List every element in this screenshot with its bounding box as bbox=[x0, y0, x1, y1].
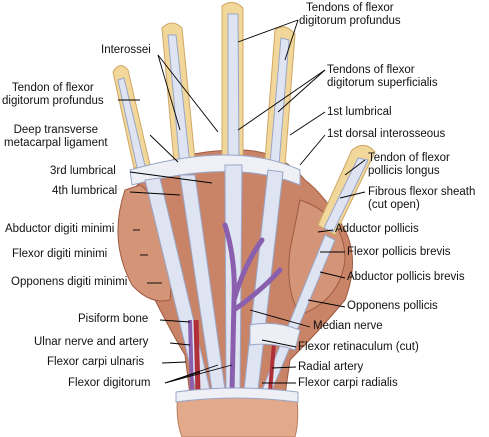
label-line: Tendon of flexor bbox=[368, 152, 450, 164]
label-flexor-pb: Flexor pollicis brevis bbox=[347, 246, 451, 259]
label-tendon-fdp-left: Tendon of flexor digitorum profundus bbox=[2, 82, 104, 108]
label-opponens-p: Opponens pollicis bbox=[347, 300, 438, 313]
ulnar-vessels bbox=[193, 319, 201, 393]
label-abductor-dm: Abductor digiti minimi bbox=[5, 223, 114, 236]
label-line: 1st dorsal interosseous bbox=[327, 128, 446, 140]
label-line: (cut open) bbox=[368, 199, 420, 211]
label-line: Flexor pollicis brevis bbox=[347, 246, 451, 258]
label-interossei: Interossei bbox=[101, 44, 151, 57]
label-line: Flexor retinaculum (cut) bbox=[298, 341, 419, 353]
label-fibrous-sheath: Fibrous flexor sheath (cut open) bbox=[368, 186, 475, 212]
label-deep-transverse: Deep transverse metacarpal ligament bbox=[4, 124, 108, 150]
leader-lines bbox=[118, 19, 366, 384]
flexor-retinaculum bbox=[249, 322, 301, 351]
wrist-band bbox=[175, 387, 299, 403]
label-line: Tendons of flexor bbox=[306, 2, 394, 14]
label-fcu: Flexor carpi ulnaris bbox=[47, 356, 144, 369]
label-line: 1st lumbrical bbox=[327, 106, 392, 118]
label-line: Opponens pollicis bbox=[347, 300, 438, 312]
palm-tendons bbox=[144, 164, 336, 391]
label-flexor-dm: Flexor digiti minimi bbox=[12, 248, 107, 261]
label-tendons-fdp-top: Tendons of flexor digitorum profundus bbox=[299, 2, 401, 28]
label-line: Tendon of flexor bbox=[11, 82, 94, 94]
label-line: Radial artery bbox=[298, 361, 364, 373]
label-line: Deep transverse bbox=[13, 124, 98, 136]
label-line: Median nerve bbox=[313, 320, 383, 332]
median-nerve bbox=[222, 222, 283, 395]
label-line: Interossei bbox=[101, 44, 151, 56]
label-line: Opponens digiti minimi bbox=[11, 276, 128, 288]
label-tendons-fds: Tendons of flexor digitorum superficiali… bbox=[327, 64, 438, 90]
label-line: 3rd lumbrical bbox=[50, 165, 116, 177]
label-line: Flexor digitorum bbox=[68, 377, 151, 389]
label-line: Flexor carpi ulnaris bbox=[47, 356, 145, 368]
label-line: metacarpal ligament bbox=[4, 137, 108, 149]
label-pisiform: Pisiform bone bbox=[78, 313, 148, 326]
label-ulnar-na: Ulnar nerve and artery bbox=[34, 336, 148, 349]
label-line: Abductor digiti minimi bbox=[5, 223, 115, 235]
label-line: Flexor carpi radialis bbox=[298, 377, 398, 389]
label-flexor-ret: Flexor retinaculum (cut) bbox=[298, 341, 419, 354]
label-fcr: Flexor carpi radialis bbox=[298, 377, 398, 390]
label-line: digitorum profundus bbox=[2, 95, 104, 107]
label-line: Adductor pollicis bbox=[335, 223, 419, 235]
label-third-lumbrical: 3rd lumbrical bbox=[50, 165, 116, 178]
label-radial-artery: Radial artery bbox=[298, 361, 363, 374]
label-abductor-pb: Abductor pollicis brevis bbox=[347, 271, 465, 284]
label-line: 4th lumbrical bbox=[52, 185, 118, 197]
label-line: digitorum superficialis bbox=[327, 77, 438, 89]
label-fourth-lumbrical: 4th lumbrical bbox=[52, 185, 117, 198]
label-line: pollicis longus bbox=[368, 165, 440, 177]
label-first-lumbrical: 1st lumbrical bbox=[327, 106, 392, 119]
label-flexor-dig: Flexor digitorum bbox=[68, 377, 150, 390]
label-line: Fibrous flexor sheath bbox=[368, 186, 476, 198]
label-line: Pisiform bone bbox=[78, 313, 149, 325]
label-line: digitorum profundus bbox=[299, 15, 401, 27]
label-median-nerve: Median nerve bbox=[313, 320, 383, 333]
label-tendon-fpl: Tendon of flexor pollicis longus bbox=[368, 152, 450, 178]
label-line: Abductor pollicis brevis bbox=[347, 271, 465, 283]
label-line: Ulnar nerve and artery bbox=[34, 336, 149, 348]
label-line: Flexor digiti minimi bbox=[12, 248, 108, 260]
forearm-skin bbox=[176, 391, 299, 437]
label-first-dorsal-interosseous: 1st dorsal interosseous bbox=[327, 128, 445, 141]
label-opponens-dm: Opponens digiti minimi bbox=[11, 276, 127, 289]
label-line: Tendons of flexor bbox=[327, 64, 415, 76]
label-adductor-pollicis: Adductor pollicis bbox=[335, 223, 419, 236]
